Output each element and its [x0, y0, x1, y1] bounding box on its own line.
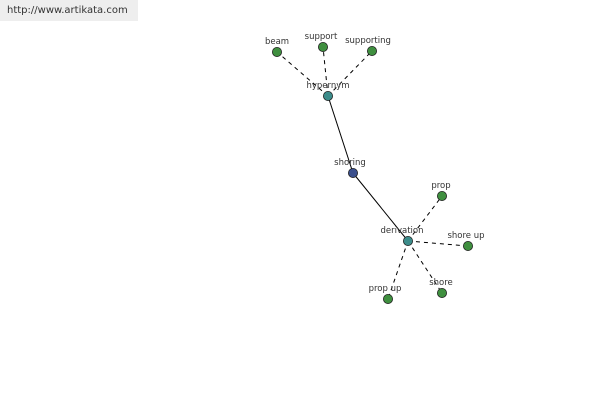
node-label: derivation — [380, 226, 423, 236]
nodes-layer: shoring hypernym derivation beam support supp… — [265, 32, 485, 304]
node-derivation[interactable]: derivation — [380, 226, 424, 246]
node-label: support — [305, 32, 338, 42]
node-label: prop up — [369, 284, 402, 294]
node-center[interactable]: shoring — [334, 158, 366, 178]
node-supporting[interactable]: supporting — [345, 36, 391, 57]
node-marker[interactable] — [317, 42, 328, 53]
node-label: shore — [429, 278, 453, 288]
node-label: shore up — [447, 231, 484, 241]
node-marker[interactable] — [462, 240, 473, 251]
node-marker[interactable] — [322, 91, 333, 102]
node-marker[interactable] — [402, 235, 413, 246]
node-label: prop — [431, 181, 450, 191]
edge-derivation-shore — [407, 240, 443, 294]
edges-layer — [276, 46, 469, 300]
edge-center-derivation — [352, 172, 409, 242]
node-support[interactable]: support — [305, 32, 338, 53]
edge-derivation-prop — [407, 195, 443, 242]
node-beam[interactable]: beam — [265, 37, 289, 58]
edge-hypernym-beam — [276, 51, 329, 97]
node-marker[interactable] — [366, 46, 377, 57]
node-marker[interactable] — [436, 190, 447, 201]
node-marker[interactable] — [436, 287, 447, 298]
node-marker[interactable] — [347, 167, 358, 178]
node-shore-up[interactable]: shore up — [447, 231, 485, 251]
edge-center-hypernym — [327, 95, 354, 174]
edge-derivation-prop_up — [387, 240, 409, 300]
node-label: shoring — [334, 158, 366, 168]
node-marker[interactable] — [382, 293, 393, 304]
node-label: hypernym — [306, 81, 349, 91]
edge-hypernym-support — [322, 46, 329, 97]
node-label: beam — [265, 37, 289, 47]
source-url[interactable]: http://www.artikata.com — [7, 5, 128, 16]
node-prop[interactable]: prop — [431, 181, 451, 201]
node-shore[interactable]: shore — [429, 278, 453, 298]
node-label: supporting — [345, 36, 391, 46]
edge-hypernym-supporting — [327, 50, 373, 97]
source-url-bar: http://www.artikata.com — [0, 0, 138, 21]
node-prop-up[interactable]: prop up — [369, 284, 402, 304]
edge-derivation-shore_up — [407, 240, 469, 247]
node-marker[interactable] — [271, 47, 282, 58]
node-hypernym[interactable]: hypernym — [306, 81, 350, 102]
